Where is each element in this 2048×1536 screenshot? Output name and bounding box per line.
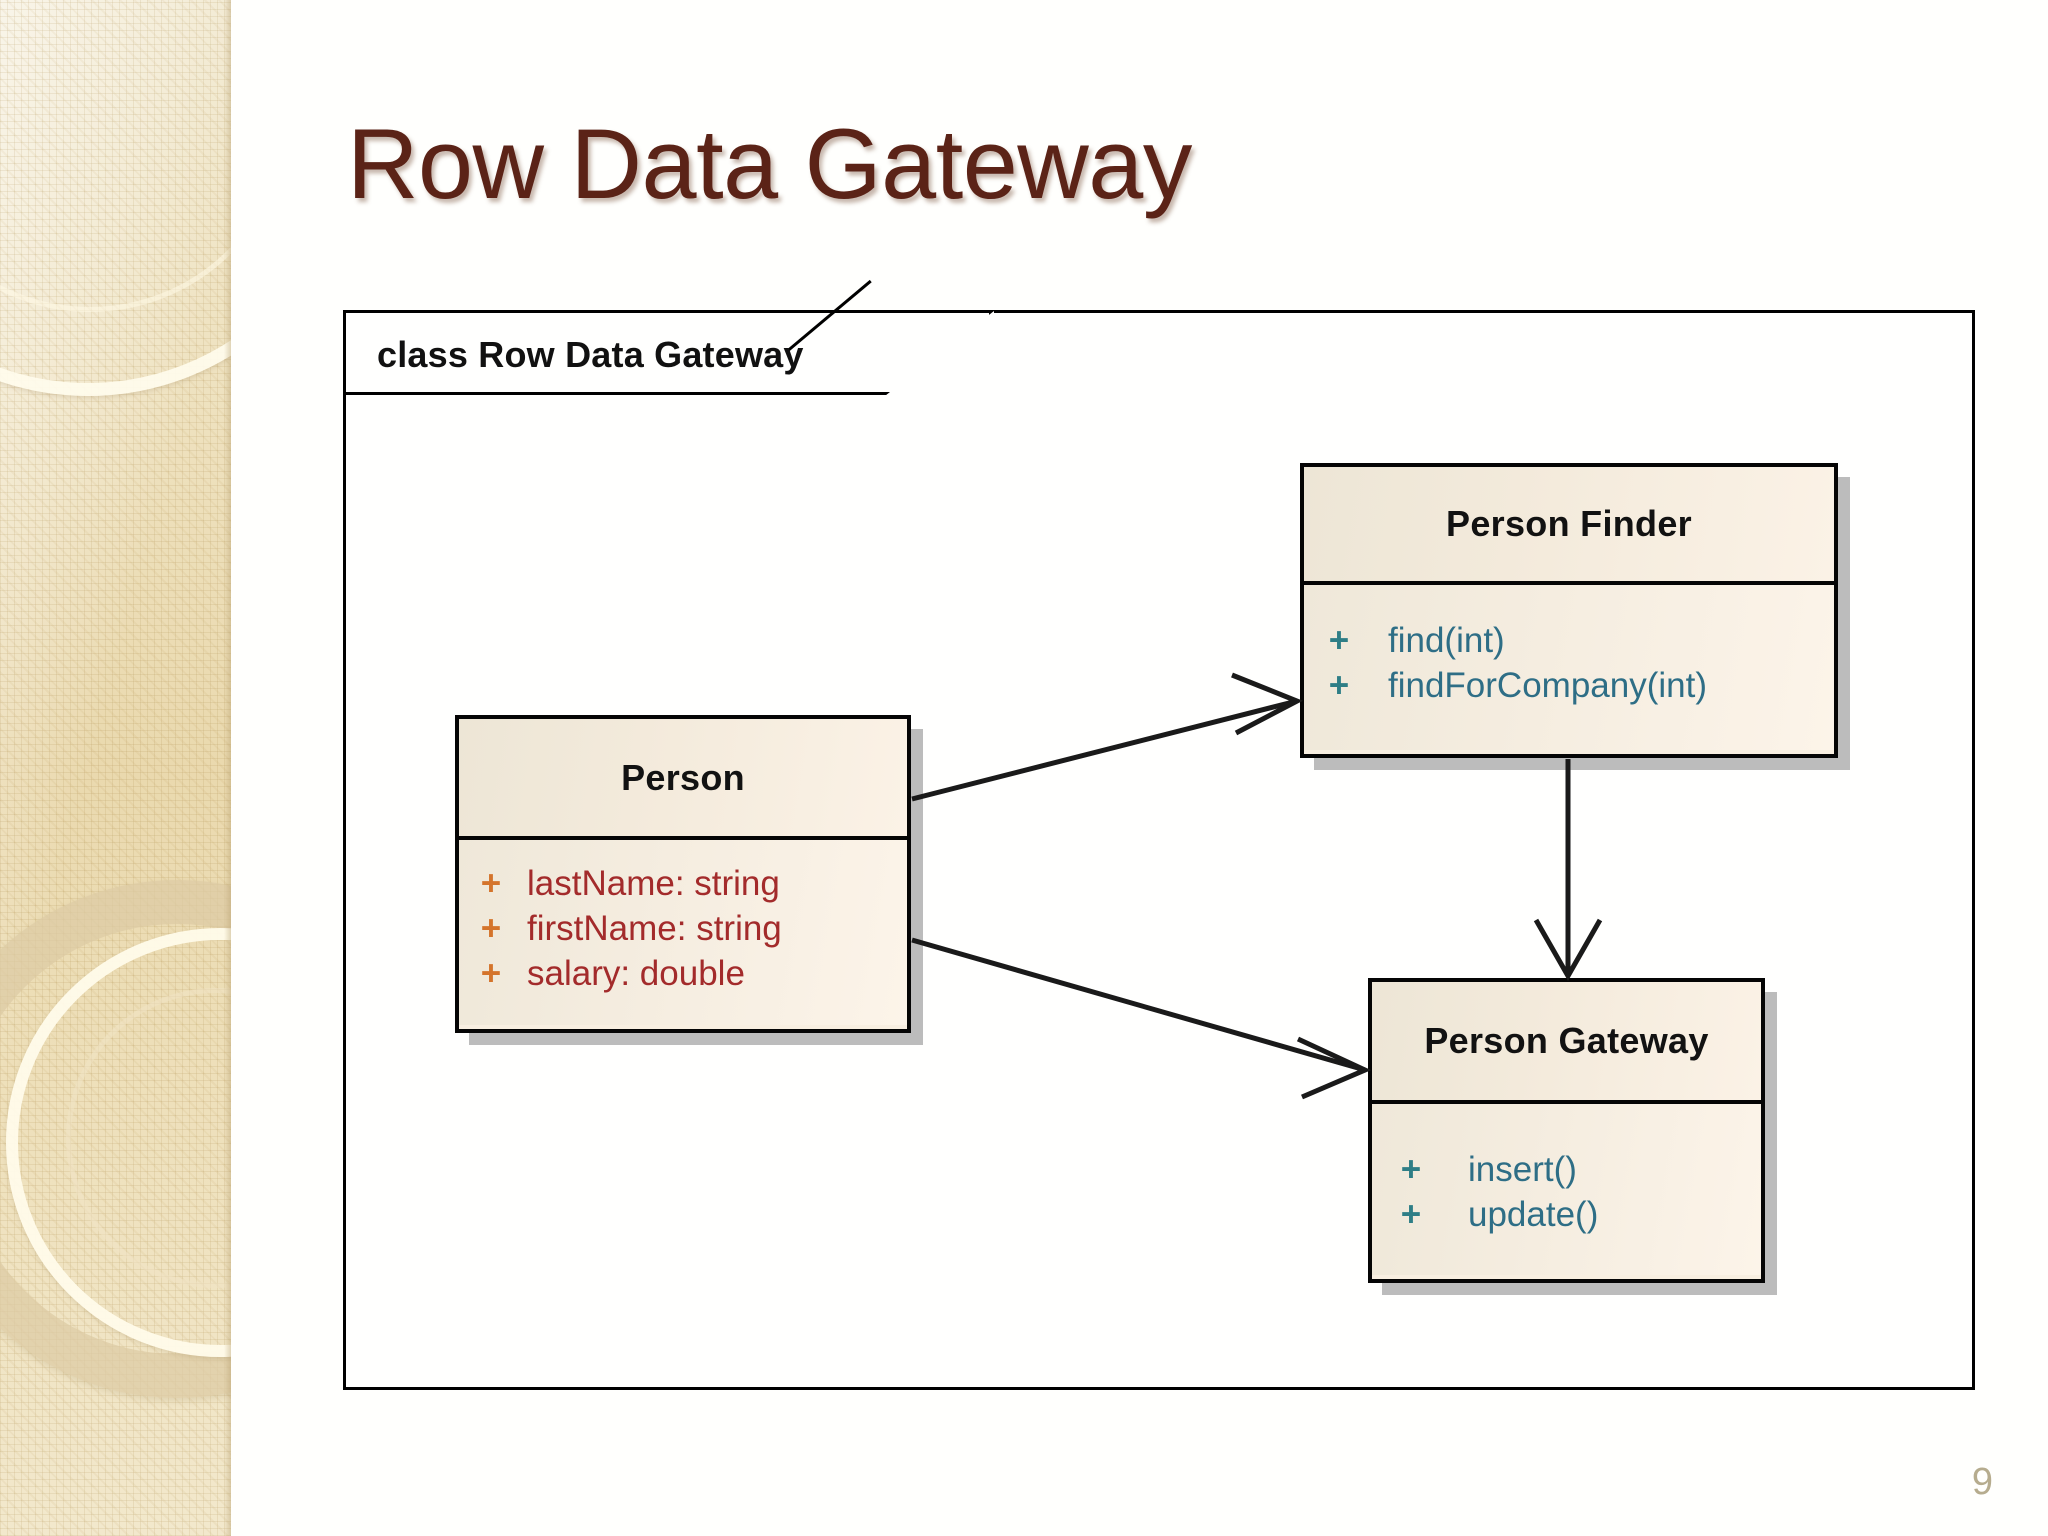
uml-operation-row: + update() [1372,1193,1761,1238]
frame-label: class Row Data Gateway [377,334,804,375]
uml-class-header-person-finder: Person Finder [1304,467,1834,585]
visibility-marker: + [1400,1194,1422,1234]
connector-person-to-person-gateway [911,937,1372,1100]
page-title: Row Data Gateway [347,108,1192,219]
uml-operation-text: insert() [1468,1150,1577,1189]
slide-decorative-band [0,0,231,1536]
uml-attribute-row: + firstName: string [459,907,907,952]
uml-attribute-text: firstName: string [527,908,782,948]
uml-class-person[interactable]: Person + lastName: string + firstName: s… [455,715,911,1033]
uml-class-header-person: Person [459,719,907,840]
visibility-marker: + [1400,1150,1422,1189]
uml-class-body-person-gateway: + insert() + update() [1372,1104,1761,1275]
uml-class-name-person: Person [621,756,745,798]
visibility-marker: + [1328,621,1350,660]
uml-attribute-text: lastName: string [527,864,780,903]
uml-operation-row: + insert() [1372,1148,1761,1193]
connector-person-finder-to-person-gateway [1533,759,1603,982]
uml-operation-row: + find(int) [1304,619,1834,664]
visibility-marker: + [480,864,502,903]
visibility-marker: + [480,953,502,993]
frame-header-tab: class Row Data Gateway [346,279,994,397]
uml-class-header-person-gateway: Person Gateway [1372,982,1761,1104]
uml-attribute-row: + lastName: string [459,862,907,907]
uml-attribute-row: + salary: double [459,952,907,997]
uml-class-person-finder[interactable]: Person Finder + find(int) + findForCompa… [1300,463,1838,758]
uml-class-body-person-finder: + find(int) + findForCompany(int) [1304,585,1834,750]
uml-attribute-text: salary: double [527,953,745,993]
uml-diagram-frame: class Row Data Gateway Person + lastName… [343,279,1975,1390]
visibility-marker: + [1328,665,1350,705]
page-number: 9 [1971,1461,1993,1503]
uml-operation-text: update() [1468,1194,1599,1234]
uml-operation-text: findForCompany(int) [1388,665,1707,705]
uml-class-name-person-gateway: Person Gateway [1424,1020,1709,1061]
uml-class-person-gateway[interactable]: Person Gateway + insert() + update() [1368,978,1765,1283]
uml-operation-row: + findForCompany(int) [1304,664,1834,709]
uml-operation-text: find(int) [1388,621,1505,660]
band-edge-shading [224,0,231,1536]
frame-header-fill [346,313,992,395]
decorative-ring-inner-upper [0,0,231,312]
connector-person-to-person-finder [911,672,1303,802]
visibility-marker: + [480,908,502,948]
uml-class-body-person: + lastName: string + firstName: string +… [459,840,907,1025]
uml-class-name-person-finder: Person Finder [1446,503,1692,544]
